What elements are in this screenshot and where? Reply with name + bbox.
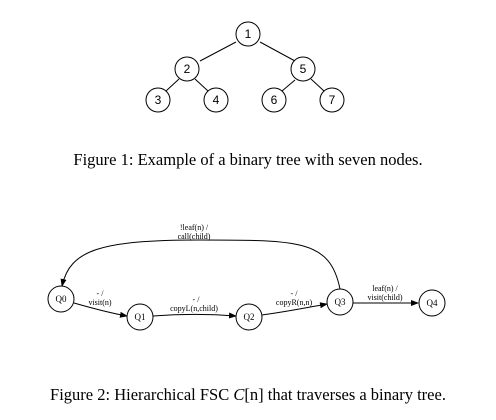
caption-math-argument: [n] <box>244 385 264 404</box>
transition-q3-q0-condition: !leaf(n) / <box>180 223 209 232</box>
tree-node-3: 3 <box>145 87 171 113</box>
figure-1-caption: Figure 1: Example of a binary tree with … <box>73 150 423 169</box>
transition-q3-q0 <box>60 239 341 290</box>
tree-node-1: 1 <box>235 21 261 47</box>
state-label: Q3 <box>335 297 346 307</box>
tree-edge-2-4 <box>194 78 209 92</box>
transition-q3-q4-condition: leaf(n) / <box>372 284 398 293</box>
tree-edge-5-6 <box>281 79 296 92</box>
state-q3: Q3 <box>326 288 354 316</box>
tree-edge-1-2 <box>199 41 237 62</box>
transition-q2-q3-condition: - / <box>291 289 299 298</box>
state-q1: Q1 <box>126 303 154 331</box>
tree-node-label: 1 <box>245 27 252 41</box>
tree-node-label: 3 <box>155 93 162 107</box>
tree-node-label: 6 <box>271 93 278 107</box>
tree-node-4: 4 <box>203 87 229 113</box>
transition-q2-q3-action: copyR(n,n) <box>276 298 313 307</box>
transition-q2-q3 <box>261 302 328 316</box>
tree-node-label: 7 <box>329 93 336 107</box>
tree-node-label: 4 <box>213 93 220 107</box>
tree-node-6: 6 <box>261 87 287 113</box>
state-label: Q2 <box>244 312 255 322</box>
tree-node-label: 2 <box>184 62 191 76</box>
transition-q0-q1-condition: - / <box>97 289 105 298</box>
state-label: Q1 <box>135 312 146 322</box>
tree-node-5: 5 <box>290 56 316 82</box>
transition-q0-q1-action: visit(n) <box>88 298 111 307</box>
tree-edge-5-7 <box>310 78 325 92</box>
binary-tree-figure: 1 2 5 3 4 6 7 <box>145 21 345 113</box>
state-label: Q4 <box>427 298 438 308</box>
caption-suffix: that traverses a binary tree. <box>263 385 446 404</box>
tree-edges <box>165 41 325 92</box>
transition-q1-q2 <box>152 312 237 319</box>
transition-q3-q4-action: visit(child) <box>367 293 402 302</box>
caption-prefix: Figure 2: Hierarchical FSC <box>50 385 234 404</box>
fsc-diagram-figure: !leaf(n) / call(child) - / visit(n) - / … <box>47 223 446 331</box>
state-q0: Q0 <box>47 285 75 313</box>
transition-q3-q0-action: call(child) <box>178 232 211 241</box>
transition-q0-q1 <box>73 302 128 318</box>
state-label: Q0 <box>56 294 67 304</box>
state-q4: Q4 <box>418 289 446 317</box>
transition-q1-q2-condition: - / <box>193 295 201 304</box>
caption-math-symbol: C <box>233 385 245 404</box>
tree-edge-2-3 <box>165 78 180 92</box>
tree-node-7: 7 <box>319 87 345 113</box>
tree-node-2: 2 <box>174 56 200 82</box>
figure-2-caption: Figure 2: Hierarchical FSC C[n] that tra… <box>0 385 496 405</box>
transition-q1-q2-action: copyL(n,child) <box>170 304 218 313</box>
tree-node-label: 5 <box>300 62 307 76</box>
tree-edge-1-5 <box>259 41 296 62</box>
state-q2: Q2 <box>235 303 263 331</box>
